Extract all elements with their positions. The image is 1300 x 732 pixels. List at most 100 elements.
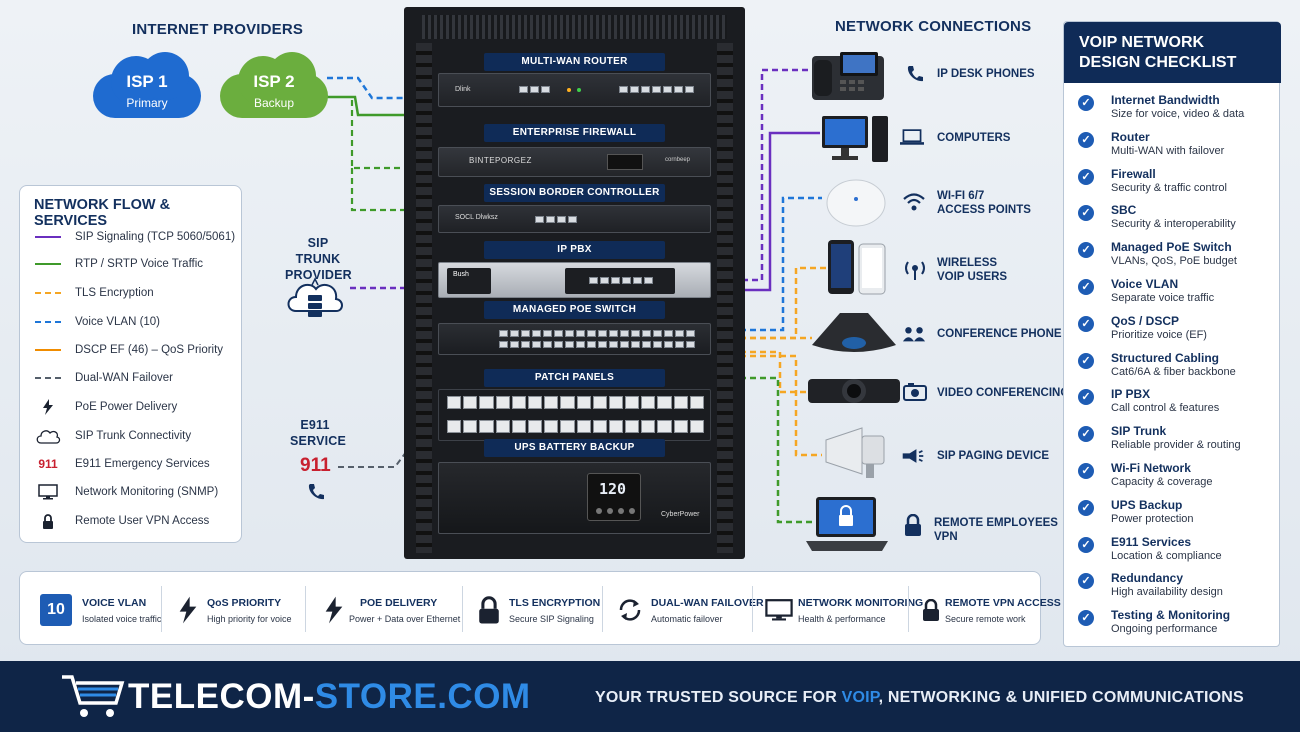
legend-item-e911: 911 E911 Emergency Services: [34, 454, 210, 474]
rack-rail-left: [416, 43, 432, 553]
check-icon: ✓: [1078, 536, 1094, 553]
pbx-brand: Bush: [453, 271, 469, 278]
checklist-item-sub: Call control & features: [1111, 402, 1220, 415]
footer-bar: TELECOM-STORE.COM YOUR TRUSTED SOURCE FO…: [0, 661, 1300, 732]
tagline-part1: YOUR TRUSTED SOURCE FOR: [595, 689, 842, 706]
wireless-phones-image: [828, 238, 886, 301]
rack-label-ups: UPS BATTERY BACKUP: [484, 439, 665, 457]
conn-label-video: VIDEO CONFERENCING: [937, 387, 1070, 399]
checklist-item-sub: Multi-WAN with failover: [1111, 144, 1225, 157]
feature-title: DUAL-WAN FAILOVER: [651, 597, 764, 609]
checklist-header: VOIP NETWORK DESIGN CHECKLIST: [1064, 22, 1281, 83]
feature-title: QoS PRIORITY: [207, 597, 282, 609]
checklist-item-title: SIP Trunk: [1111, 424, 1167, 439]
check-icon: ✓: [1078, 573, 1094, 590]
check-icon: ✓: [1078, 168, 1094, 185]
checklist-item-sub: High availability design: [1111, 586, 1223, 599]
legend-label: PoE Power Delivery: [75, 401, 178, 413]
camera-icon: [903, 380, 927, 404]
legend-label: Voice VLAN (10): [75, 316, 161, 328]
conn-label-wireless: WIRELESS VOIP USERS: [937, 256, 1007, 284]
antenna-icon: [903, 258, 927, 282]
remote-line2: VPN: [934, 531, 958, 543]
ip-pbx: Bush: [438, 262, 711, 298]
brand-part2: STORE.COM: [314, 677, 531, 716]
legend-item-snmp: Network Monitoring (SNMP): [34, 482, 218, 502]
e911-line1: E911: [300, 418, 330, 432]
enterprise-firewall: BINTEPORGEZ cornbeep: [438, 147, 711, 177]
911-icon: 911: [38, 457, 58, 471]
video-camera-image: [808, 375, 900, 414]
legend-item-sip: SIP Signaling (TCP 5060/5061): [34, 227, 235, 247]
conn-label-paging: SIP PAGING DEVICE: [937, 450, 1050, 462]
conn-label-computers: COMPUTERS: [937, 132, 1011, 144]
e911-title: E911 SERVICE: [290, 417, 347, 449]
rack-label-pbx: IP PBX: [484, 241, 665, 259]
refresh-icon: [614, 594, 646, 626]
phone-icon: [903, 62, 927, 86]
checklist-title-2: DESIGN CHECKLIST: [1079, 54, 1237, 71]
monitor-icon: [34, 484, 62, 500]
rack-label-firewall: ENTERPRISE FIREWALL: [484, 124, 665, 142]
tagline-part2: , NETWORKING & UNIFIED COMMUNICATIONS: [878, 689, 1244, 706]
check-icon: ✓: [1078, 279, 1094, 295]
check-icon: ✓: [1078, 389, 1094, 406]
vlan-10-icon: 10: [40, 594, 72, 626]
feature-sub: Automatic failover: [651, 614, 723, 624]
checklist-item-title: Internet Bandwidth: [1111, 93, 1220, 107]
lock-icon: [901, 513, 925, 537]
checklist-item-sub: Power protection: [1111, 512, 1194, 525]
paging-horn-image: [822, 424, 888, 489]
check-icon: ✓: [1078, 463, 1094, 479]
feature-title: POE DELIVERY: [360, 597, 438, 609]
sip-trunk-line2: PROVIDER: [285, 268, 352, 282]
legend-label: Network Monitoring (SNMP): [75, 486, 219, 498]
feature-sub: Power + Data over Ethernet: [349, 614, 461, 624]
checklist-item-title: Testing & Monitoring: [1111, 608, 1231, 623]
legend-label: E911 Emergency Services: [75, 458, 210, 470]
feature-title: TLS ENCRYPTION: [509, 597, 601, 609]
legend-label: Dual-WAN Failover: [75, 372, 173, 384]
check-icon: ✓: [1078, 242, 1094, 259]
desk-phone-image: [810, 48, 888, 109]
bolt-icon: [34, 399, 62, 415]
wifi-icon: [902, 190, 926, 214]
check-icon: ✓: [1078, 95, 1094, 111]
lock-icon: [915, 594, 947, 626]
checklist-item-title: Voice VLAN: [1111, 277, 1179, 291]
laptop-icon: [900, 125, 924, 149]
conn-label-remote: REMOTE EMPLOYEES VPN: [934, 516, 1058, 544]
sip-trunk-line1: SIP TRUNK: [295, 236, 341, 266]
checklist-title-1: VOIP NETWORK: [1079, 34, 1205, 51]
firewall-side-label: cornbeep: [665, 157, 691, 163]
check-icon: ✓: [1078, 131, 1094, 148]
isp1-sub: Primary: [126, 96, 168, 110]
legend-panel: NETWORK FLOW & SERVICES SIP Signaling (T…: [19, 185, 242, 543]
lock-icon: [473, 594, 505, 626]
e911-line2: SERVICE: [290, 434, 347, 448]
feature-title: REMOTE VPN ACCESS: [945, 597, 1061, 609]
legend-label: SIP Trunk Connectivity: [75, 430, 192, 442]
legend-label: RTP / SRTP Voice Traffic: [75, 258, 204, 270]
brand-name[interactable]: TELECOM-STORE.COM: [128, 677, 531, 717]
feature-strip: 10 VOICE VLAN Isolated voice traffic QoS…: [19, 571, 1061, 645]
access-point-image: [826, 175, 886, 232]
laptop-image: [806, 495, 888, 560]
checklist-item-title: Router: [1111, 129, 1150, 144]
cart-logo-icon: [60, 673, 126, 726]
patch-panels: [438, 389, 711, 441]
feature-title: NETWORK MONITORING: [798, 597, 924, 609]
cloud-icon: [34, 428, 62, 444]
router-brand: Dlink: [455, 86, 471, 93]
feature-sub: Secure remote work: [945, 614, 1026, 624]
rack-rail-right: [717, 43, 733, 553]
isp2-sub: Backup: [253, 96, 295, 110]
checklist-item-title: Wi-Fi Network: [1111, 461, 1191, 475]
checklist-item-sub: Prioritize voice (EF): [1111, 328, 1207, 341]
